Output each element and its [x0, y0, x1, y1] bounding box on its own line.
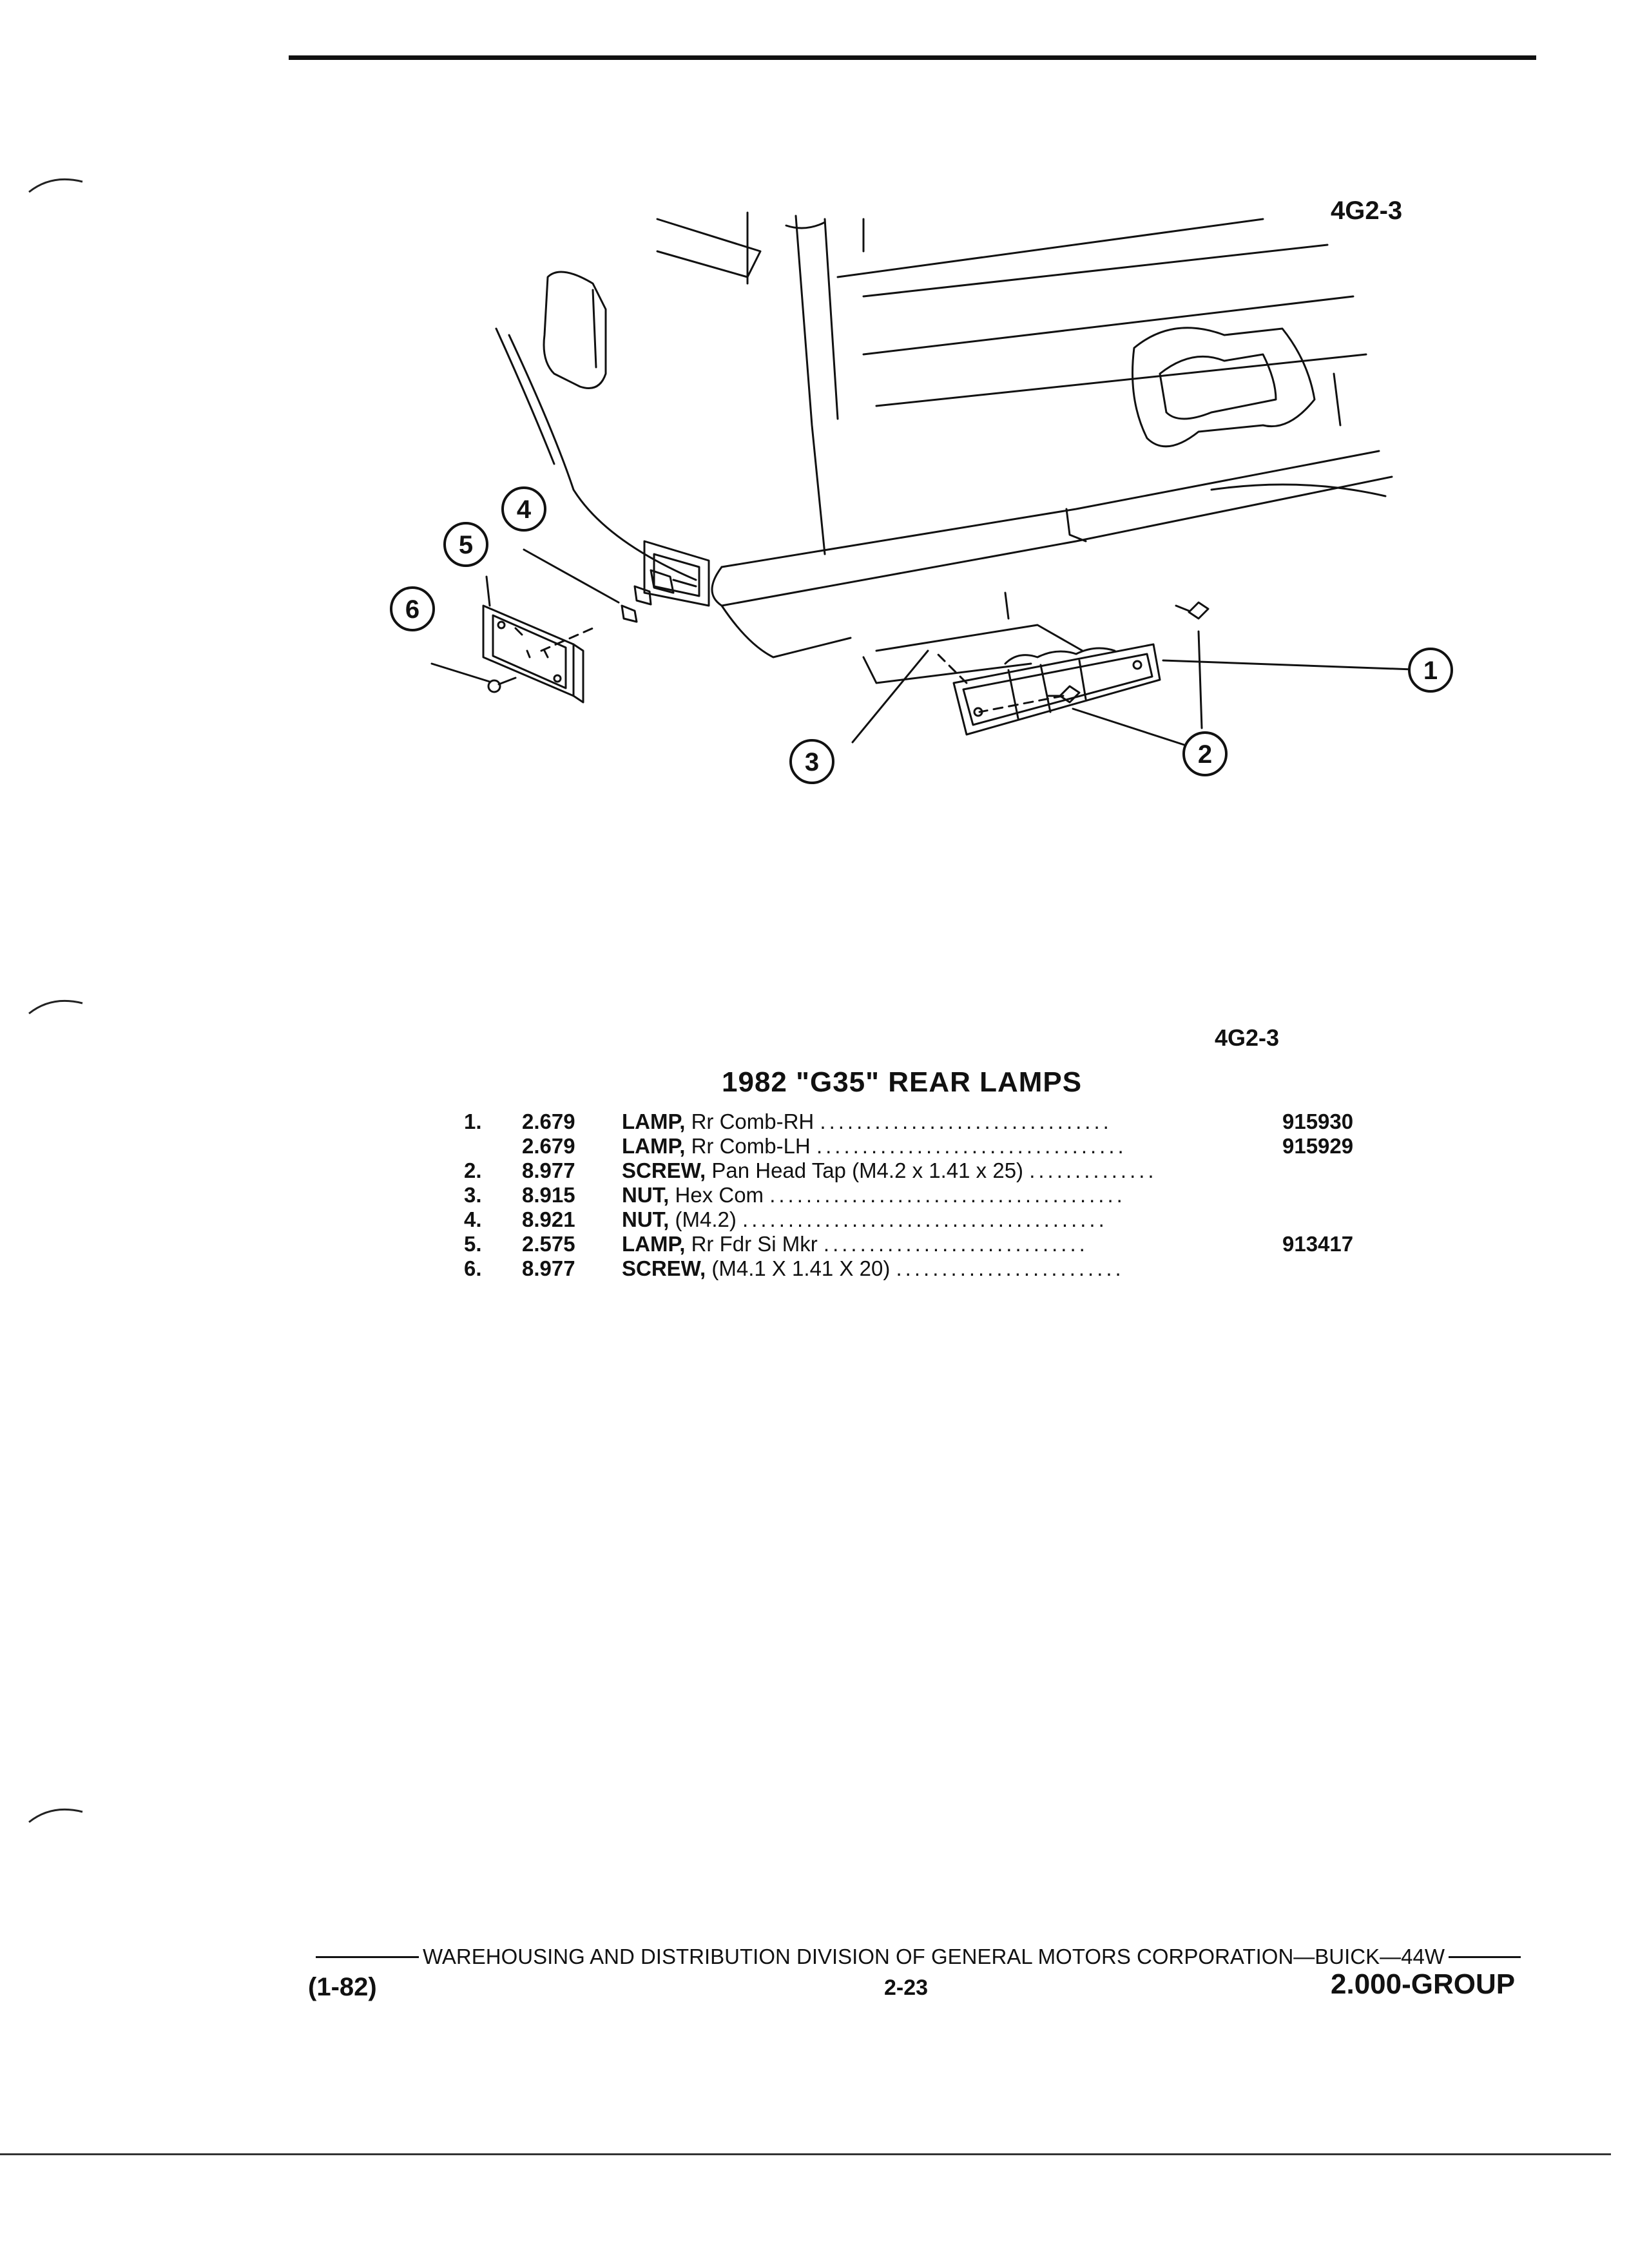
callout-circle-1 [1408, 648, 1453, 693]
callout-label-5: 5 [459, 531, 473, 559]
part-detail: (M4.2) [675, 1207, 737, 1231]
part-detail: Pan Head Tap (M4.2 x 1.41 x 25) [711, 1158, 1024, 1182]
part-number: 915930 [1282, 1110, 1354, 1133]
callout-label-6: 6 [405, 595, 419, 624]
item-number: 2. [464, 1158, 482, 1182]
rear-lamps-illustration: 1 2 3 4 5 6 [390, 211, 1453, 784]
leader-dots: ........................................ [742, 1207, 1108, 1231]
part-description: NUT, (M4.2) ............................… [622, 1207, 1266, 1232]
parts-row: 4. 8.921 NUT, (M4.2) ...................… [464, 1207, 1411, 1232]
punch-hole-mark-middle [28, 999, 83, 1015]
footer-page-number: 2-23 [884, 1975, 929, 2000]
nut-and-socket-drawing [621, 569, 697, 623]
part-detail: Rr Fdr Si Mkr [691, 1232, 818, 1256]
parts-row: 1. 2.679 LAMP, Rr Comb-RH ..............… [464, 1110, 1411, 1134]
figure-code: 4G2-3 [1215, 1024, 1280, 1051]
callout-label-1: 1 [1423, 657, 1438, 685]
part-name: NUT, [622, 1207, 670, 1231]
part-name: SCREW, [622, 1256, 706, 1280]
part-name: LAMP, [622, 1232, 686, 1256]
item-number [464, 1134, 522, 1158]
parts-row: 3. 8.915 NUT, Hex Com ..................… [464, 1183, 1411, 1207]
part-description: LAMP, Rr Fdr Si Mkr ....................… [622, 1232, 1266, 1256]
side-marker-lamp-drawing [482, 604, 584, 704]
part-detail: Rr Comb-RH [691, 1110, 815, 1133]
part-detail: (M4.1 X 1.41 X 20) [711, 1256, 891, 1280]
item-number: 5. [464, 1232, 482, 1256]
group-number: 2.679 [522, 1134, 575, 1158]
parts-row: 2.679 LAMP, Rr Comb-LH .................… [464, 1134, 1411, 1158]
vehicle-body-outline [495, 211, 1393, 684]
part-name: NUT, [622, 1183, 670, 1207]
leader-dots: ................................ [820, 1110, 1112, 1133]
callout-label-2: 2 [1198, 740, 1212, 769]
top-rule [289, 55, 1536, 60]
group-number: 8.977 [522, 1158, 575, 1182]
parts-row: 5. 2.575 LAMP, Rr Fdr Si Mkr ...........… [464, 1232, 1411, 1256]
leader-dots: ......................... [896, 1256, 1124, 1280]
item-number: 6. [464, 1256, 482, 1280]
part-number: 913417 [1282, 1232, 1354, 1256]
callout-circle-2 [1182, 731, 1228, 776]
footer-date: (1-82) [308, 1973, 377, 2001]
part-number: 915929 [1282, 1134, 1354, 1158]
item-number: 3. [464, 1183, 482, 1207]
leader-dots: .................................. [816, 1134, 1127, 1158]
group-number: 8.921 [522, 1207, 575, 1231]
callout-label-4: 4 [517, 495, 532, 524]
part-detail: Hex Com [675, 1183, 764, 1207]
item-number: 4. [464, 1207, 482, 1231]
page-title: 1982 "G35" REAR LAMPS [722, 1066, 1083, 1098]
parts-list: 1. 2.679 LAMP, Rr Comb-RH ..............… [464, 1110, 1411, 1281]
footer-publisher-line: WAREHOUSING AND DISTRIBUTION DIVISION OF… [316, 1945, 1521, 1969]
part-number [1266, 1256, 1411, 1281]
part-number [1266, 1183, 1411, 1207]
footer-rule-right [1449, 1956, 1521, 1958]
footer-publisher-text: WAREHOUSING AND DISTRIBUTION DIVISION OF… [423, 1945, 1445, 1968]
screw-drawings [487, 508, 1210, 704]
group-number: 8.977 [522, 1256, 575, 1280]
leader-dots: ............................. [823, 1232, 1088, 1256]
part-description: LAMP, Rr Comb-LH .......................… [622, 1134, 1266, 1158]
bottom-rule [0, 2153, 1611, 2155]
group-number: 2.575 [522, 1232, 575, 1256]
punch-hole-mark-bottom [28, 1808, 83, 1823]
callout-circle-5 [443, 522, 488, 567]
part-description: NUT, Hex Com ...........................… [622, 1183, 1266, 1207]
part-name: LAMP, [622, 1110, 686, 1133]
figure-code-top: 4G2-3 [1331, 197, 1403, 225]
callout-circle-4 [501, 486, 546, 532]
callout-label-3: 3 [805, 748, 819, 776]
leader-dots: .............. [1029, 1158, 1157, 1182]
leader-lines [430, 548, 1432, 749]
callout-circle-6 [390, 586, 435, 631]
footer-group: 2.000-GROUP [1331, 1968, 1516, 2000]
part-description: SCREW, (M4.1 X 1.41 X 20) ..............… [622, 1256, 1266, 1281]
footer-rule-left [316, 1956, 419, 1958]
leader-dots: ....................................... [769, 1183, 1126, 1207]
part-description: SCREW, Pan Head Tap (M4.2 x 1.41 x 25) .… [622, 1158, 1266, 1183]
part-name: LAMP, [622, 1134, 686, 1158]
punch-hole-mark-top [28, 178, 83, 193]
part-description: LAMP, Rr Comb-RH .......................… [622, 1110, 1266, 1134]
part-name: SCREW, [622, 1158, 706, 1182]
part-number [1266, 1158, 1411, 1183]
group-number: 8.915 [522, 1183, 575, 1207]
group-number: 2.679 [522, 1110, 575, 1133]
part-number [1266, 1207, 1411, 1232]
parts-row: 6. 8.977 SCREW, (M4.1 X 1.41 X 20) .....… [464, 1256, 1411, 1281]
callout-circle-3 [789, 739, 834, 784]
part-detail: Rr Comb-LH [691, 1134, 811, 1158]
rear-combination-lamp-drawing [952, 643, 1161, 736]
parts-row: 2. 8.977 SCREW, Pan Head Tap (M4.2 x 1.4… [464, 1158, 1411, 1183]
item-number: 1. [464, 1110, 482, 1133]
